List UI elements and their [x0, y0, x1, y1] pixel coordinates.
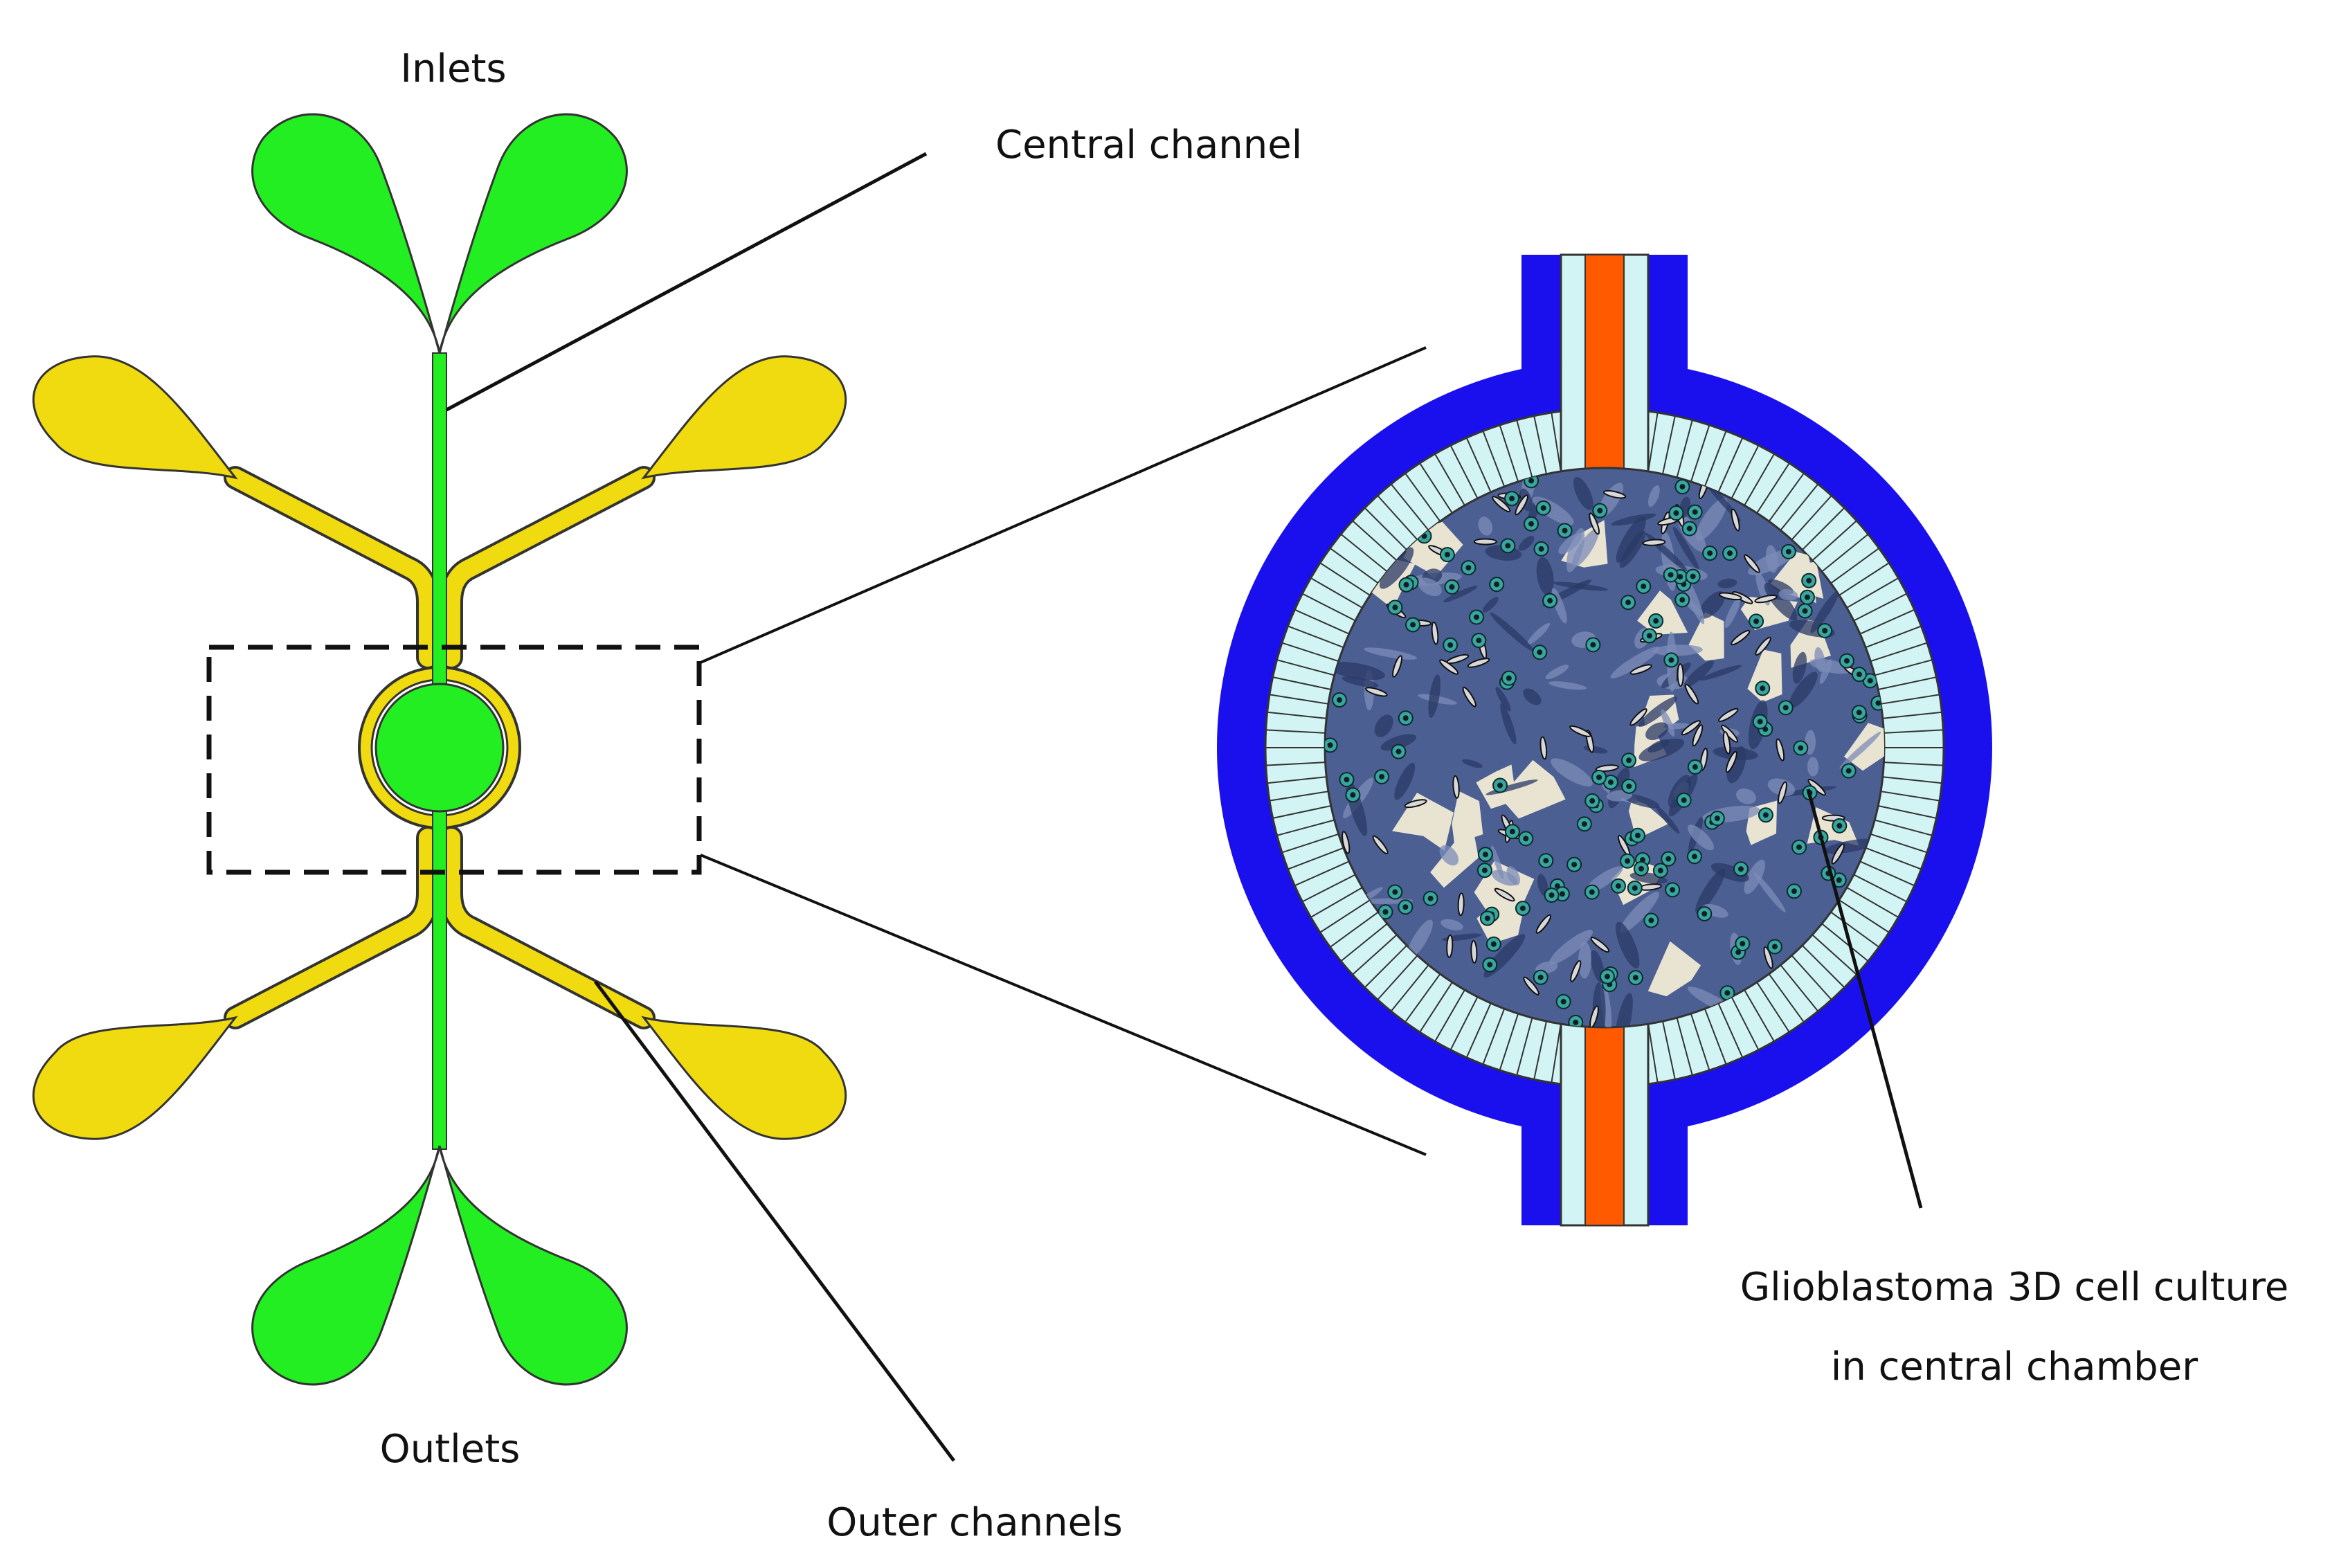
label-outer-channels: Outer channels — [827, 1500, 1123, 1545]
pointer-outer-channels — [593, 980, 956, 1462]
pointer-central-channel — [445, 152, 928, 412]
zoom-region-box — [206, 645, 702, 875]
zoom-projection-lines — [700, 346, 1427, 1156]
central-channel-network — [251, 113, 628, 1386]
inlet-reservoir-right — [438, 113, 628, 354]
outlet-reservoir-right — [438, 1145, 628, 1386]
cell-culture-texture — [1325, 468, 1884, 1027]
port-bottom — [1584, 1011, 1625, 1226]
label-culture-line2: in central chamber — [1831, 1344, 2198, 1389]
label-inlets: Inlets — [400, 46, 506, 91]
chamber-detail — [1217, 253, 1992, 1227]
inlet-reservoir-left — [251, 113, 441, 354]
outlet-reservoir-left — [251, 1145, 441, 1386]
outer-reservoir-lower-right — [641, 1016, 847, 1140]
outer-reservoir-upper-left — [32, 355, 238, 480]
outer-reservoir-lower-left — [32, 1016, 238, 1140]
central-chamber — [374, 683, 505, 813]
label-central-channel: Central channel — [995, 123, 1302, 168]
port-top — [1584, 254, 1625, 484]
chip-layout — [32, 113, 847, 1386]
outer-reservoir-upper-right — [641, 355, 847, 480]
label-culture-line1: Glioblastoma 3D cell culture — [1740, 1265, 2289, 1310]
membrane-segments — [1265, 408, 1944, 1087]
label-outlets: Outlets — [380, 1427, 521, 1472]
pointer-lines — [445, 152, 1923, 1462]
pointer-culture — [1806, 788, 1923, 1209]
